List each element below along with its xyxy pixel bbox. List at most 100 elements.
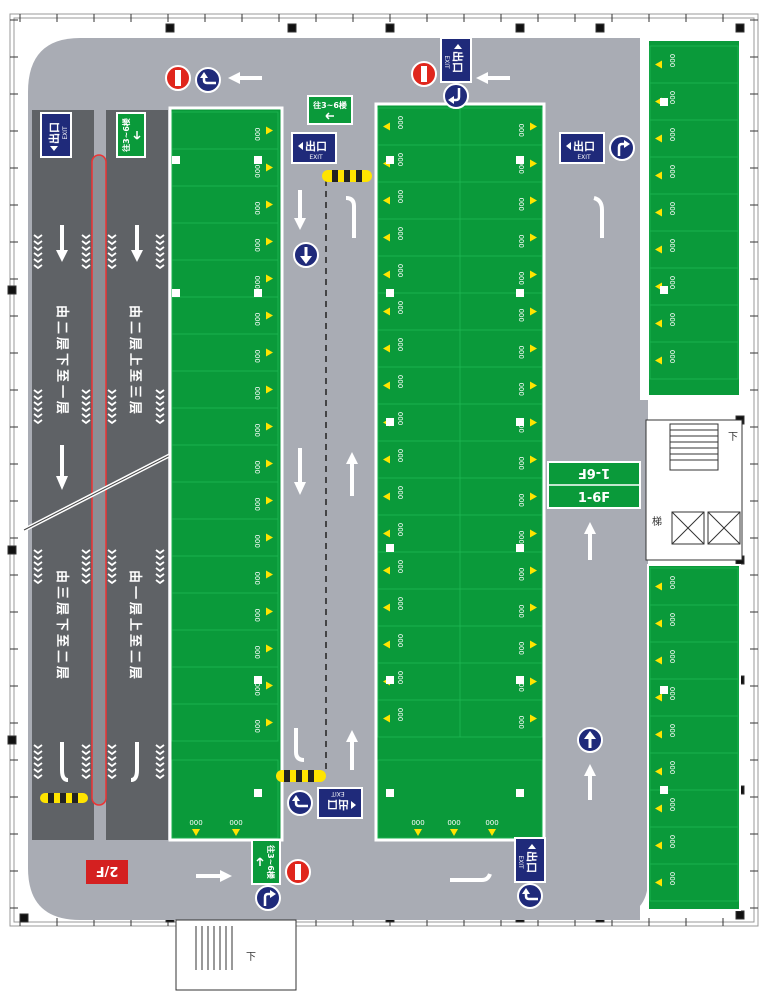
svg-text:000: 000 [254,165,262,178]
direction-sign: 往3~6楼 [116,112,146,158]
ramp-arrow [130,742,139,782]
svg-text:000: 000 [254,239,262,252]
svg-text:000: 000 [397,264,405,277]
svg-text:000: 000 [669,687,677,700]
parking-block-right-bottom [647,564,741,911]
svg-text:000: 000 [669,798,677,811]
svg-text:1-6F: 1-6F [578,465,610,480]
svg-text:000: 000 [518,457,526,470]
svg-text:000: 000 [518,383,526,396]
svg-text:000: 000 [397,486,405,499]
svg-text:000: 000 [254,350,262,363]
svg-text:000: 000 [397,671,405,684]
svg-text:000: 000 [397,560,405,573]
svg-text:000: 000 [669,91,677,104]
svg-text:000: 000 [518,568,526,581]
turn-sign [287,790,313,816]
svg-text:000: 000 [518,420,526,433]
svg-text:EXIT: EXIT [309,154,323,161]
turn-sign [517,883,543,909]
speed-bump [276,770,326,782]
svg-text:2/F: 2/F [96,863,119,878]
speed-bump [322,170,372,182]
svg-text:000: 000 [447,819,460,827]
svg-text:000: 000 [518,272,526,285]
svg-text:000: 000 [485,819,498,827]
stair-bottom: 下 [175,919,297,991]
column [19,913,29,923]
svg-text:000: 000 [518,494,526,507]
turn-sign [609,135,635,161]
ramp-arrow [60,742,69,782]
svg-text:出口: 出口 [305,139,327,153]
svg-text:000: 000 [254,313,262,326]
column [385,23,395,33]
svg-text:000: 000 [669,276,677,289]
svg-text:000: 000 [254,646,262,659]
column [165,23,175,33]
svg-text:000: 000 [254,609,262,622]
parking-block-right-top [647,39,741,397]
svg-text:000: 000 [397,116,405,129]
svg-text:000: 000 [518,124,526,137]
turn-sign [443,83,469,109]
svg-text:000: 000 [254,128,262,141]
svg-text:出口: 出口 [525,851,539,873]
svg-text:000: 000 [397,523,405,536]
svg-text:000: 000 [669,239,677,252]
svg-text:EXIT: EXIT [517,855,524,869]
no-entry-sign [411,61,437,87]
floors-sign: 1-6F 1-6F [547,461,641,509]
svg-text:000: 000 [254,276,262,289]
column [515,23,525,33]
svg-text:000: 000 [669,165,677,178]
ramp-label: 由二层下至一层 [54,305,70,417]
svg-text:EXIT: EXIT [62,126,69,140]
column [595,23,605,33]
svg-text:000: 000 [669,350,677,363]
svg-text:000: 000 [397,153,405,166]
column [7,735,17,745]
svg-text:往3~6楼: 往3~6楼 [266,845,276,879]
svg-text:000: 000 [254,498,262,511]
elevator-label: 梯 [652,515,662,528]
column [7,545,17,555]
turn-sign [255,885,281,911]
svg-text:000: 000 [518,309,526,322]
svg-text:000: 000 [254,572,262,585]
ramp-label: 由二层上至三层 [127,305,143,417]
svg-text:000: 000 [397,375,405,388]
svg-text:000: 000 [669,872,677,885]
svg-text:000: 000 [669,576,677,589]
svg-text:000: 000 [254,535,262,548]
svg-text:000: 000 [254,202,262,215]
svg-text:000: 000 [229,819,242,827]
svg-text:000: 000 [518,346,526,359]
column [287,23,297,33]
svg-text:000: 000 [518,531,526,544]
direction-sign: 往3~6楼 [251,839,281,885]
svg-text:出口: 出口 [573,139,595,153]
svg-text:000: 000 [669,202,677,215]
svg-text:000: 000 [669,650,677,663]
svg-text:000: 000 [397,634,405,647]
svg-text:000: 000 [669,724,677,737]
svg-text:出口: 出口 [327,798,349,812]
svg-text:000: 000 [518,161,526,174]
floor-badge: 2/F [86,860,128,884]
column [7,285,17,295]
svg-text:往3~6楼: 往3~6楼 [313,100,347,110]
arrow-sign [293,242,319,268]
svg-text:000: 000 [397,301,405,314]
svg-text:000: 000 [518,235,526,248]
stair-elevator-core: 梯 下 [645,419,743,561]
svg-text:000: 000 [397,190,405,203]
svg-text:000: 000 [518,198,526,211]
svg-text:000: 000 [254,720,262,733]
